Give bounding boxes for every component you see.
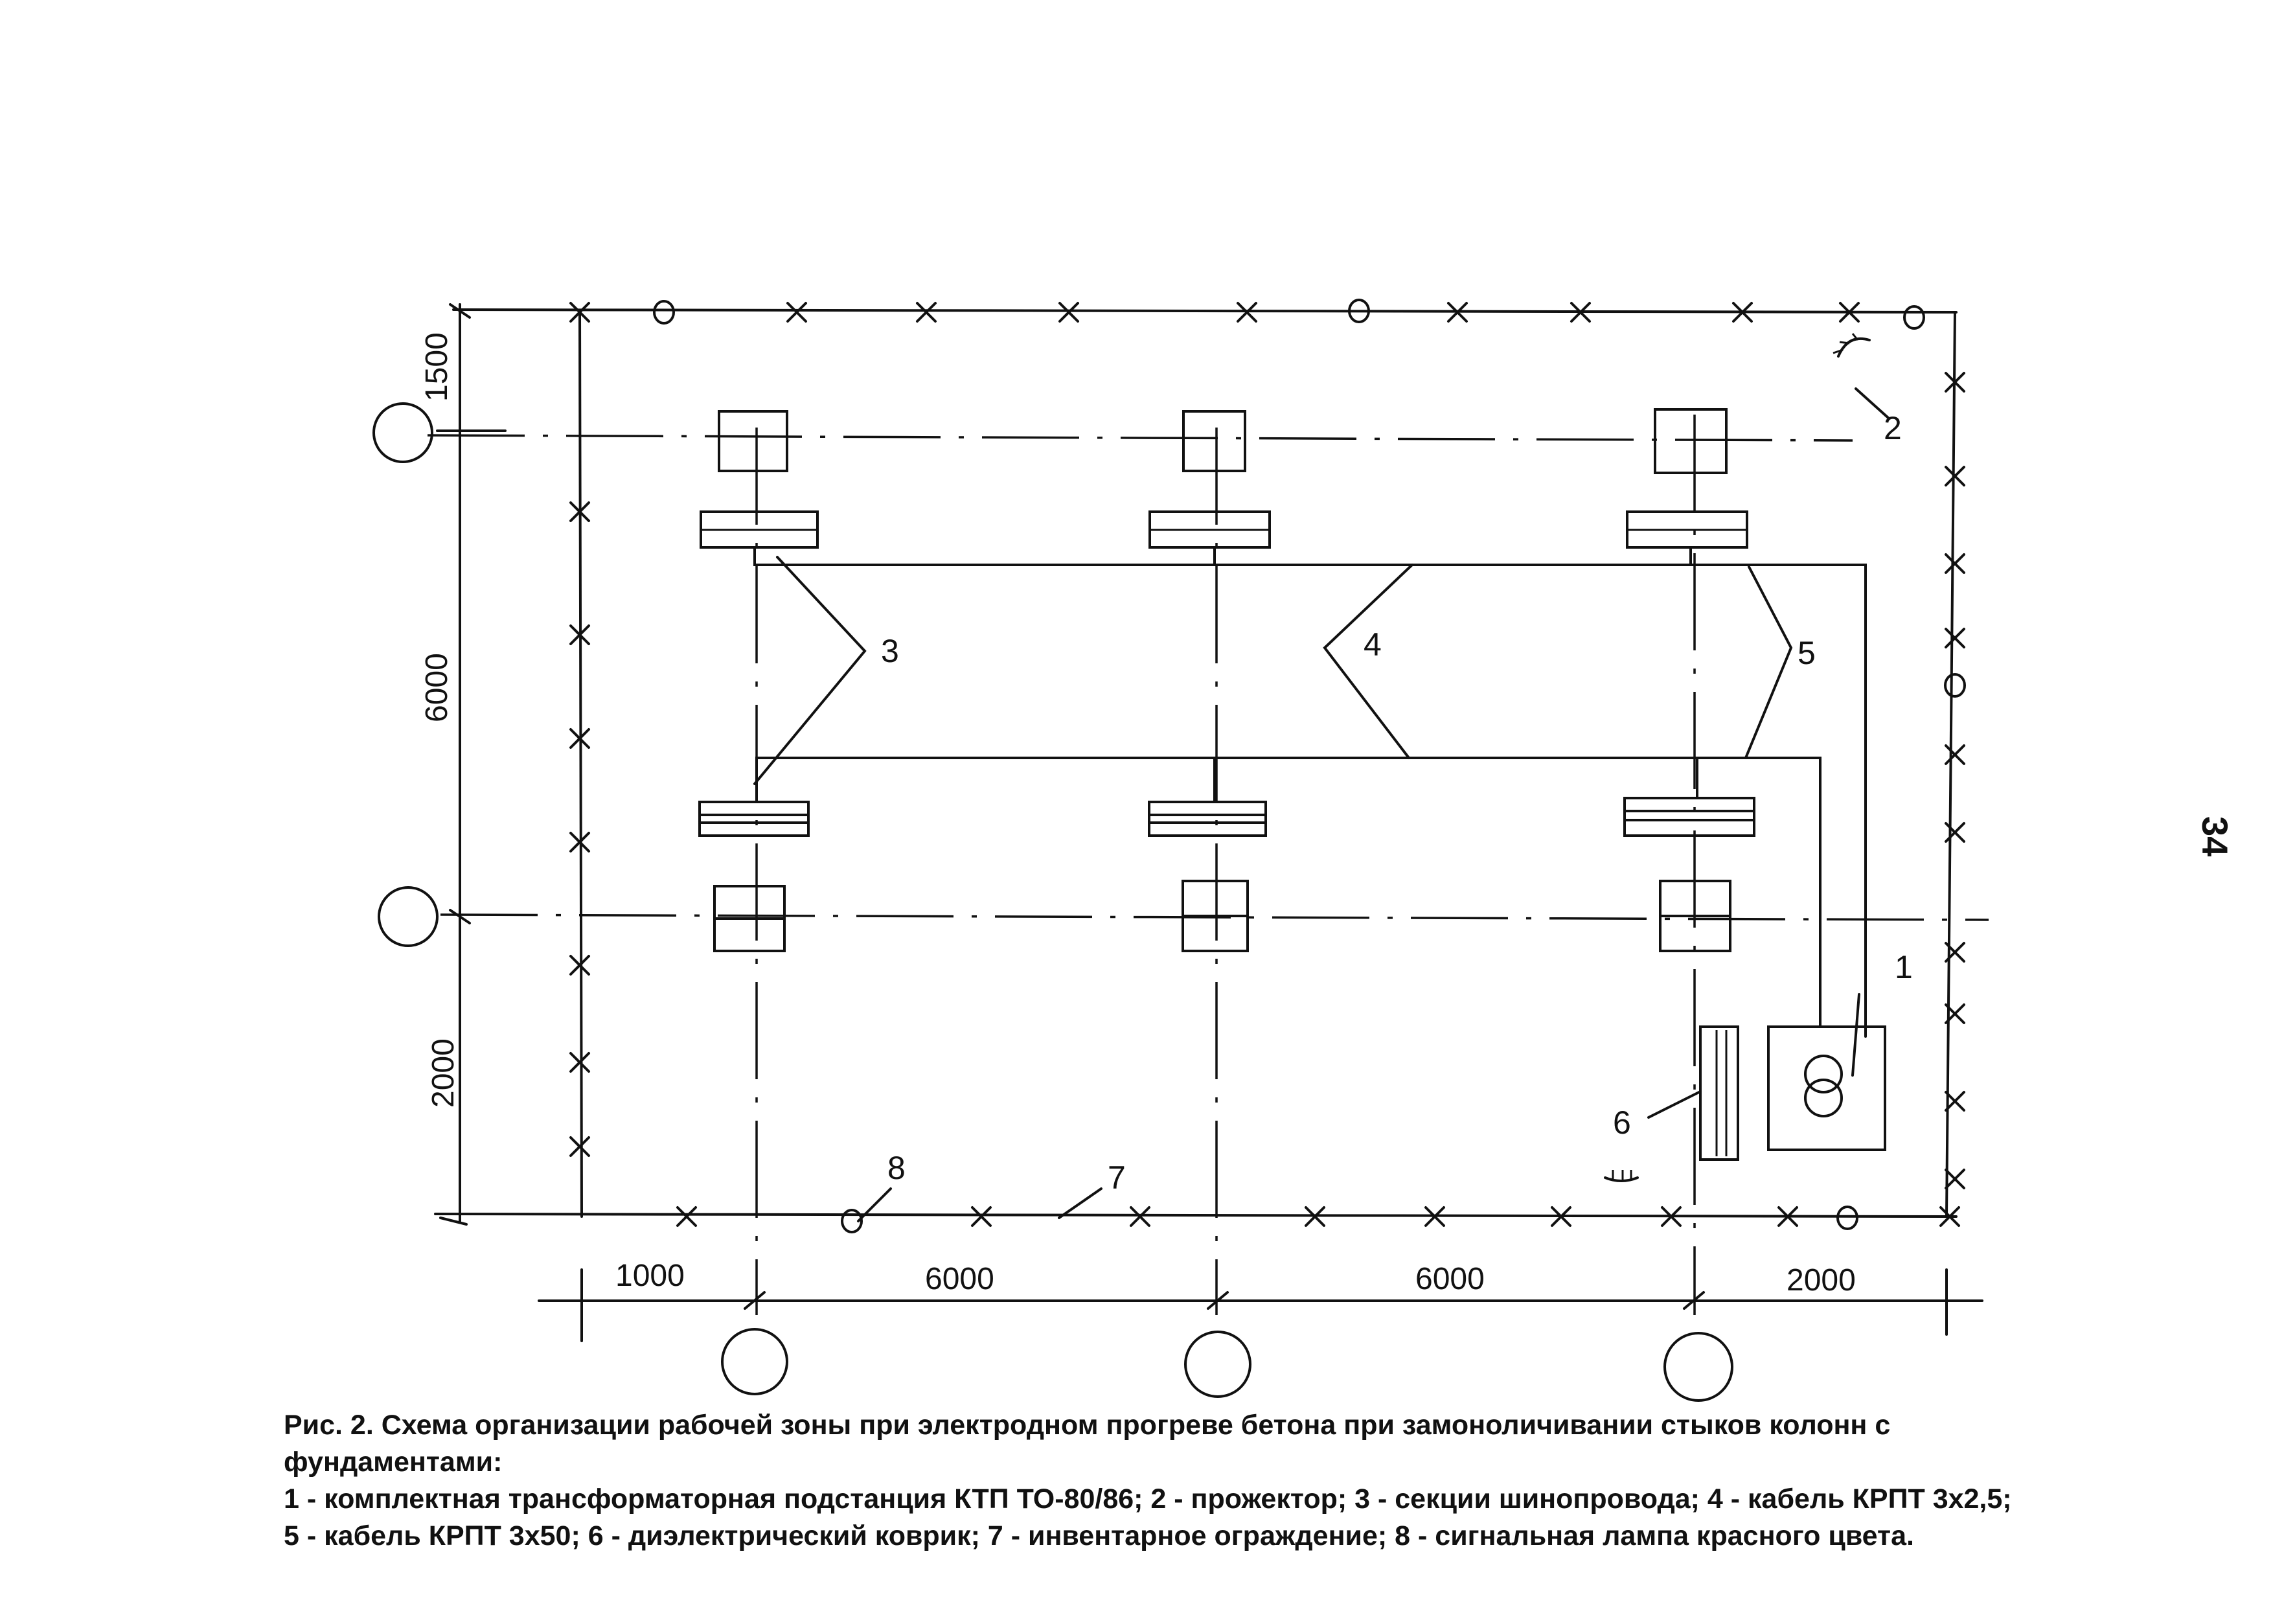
fence-cross-marker [1945,1091,1965,1112]
floodlight-icon-2 [1604,1170,1639,1182]
fence-cross-marker [1945,942,1965,963]
fence-cross-marker [1305,1206,1325,1227]
caption-line-4: 5 - кабель КРПТ 3х50; 6 - диэлектрически… [284,1520,1914,1551]
fence-cross-marker [569,624,590,645]
fence-cross-marker [1551,1206,1571,1227]
dim-horizontal-2: 6000 [925,1262,994,1296]
fence-cross-marker [1945,744,1965,765]
fence-markers [569,299,1966,1233]
dimension-lines [436,303,1983,1342]
dielectric-mat [1699,1025,1739,1161]
fence-cross-marker [1570,302,1591,323]
fence-cross-marker [1939,1206,1960,1227]
dimension-labels: 1000 6000 6000 2000 1500 6000 2000 [420,332,1856,1298]
column-footings [713,408,1731,952]
fence-cross-marker [1424,1206,1445,1227]
fence-cross-marker [916,302,937,323]
caption-line-2: фундаментами: [284,1447,503,1478]
fence-cross-marker [786,302,807,323]
fence-cross-marker [569,1136,590,1157]
fence-cross-marker [569,955,590,976]
fence-cross-marker [569,501,590,522]
fence-cross-marker [1945,372,1965,393]
fence-cross-marker [1945,466,1965,486]
callout-8: 8 [887,1150,906,1186]
callout-6: 6 [1613,1104,1631,1141]
callout-3: 3 [881,633,899,669]
transformer-substation [1767,1025,1886,1151]
callout-4: 4 [1364,626,1382,663]
caption-line-3: 1 - комплектная трансформаторная подстан… [284,1483,2012,1515]
callout-2: 2 [1884,410,1902,446]
figure-caption: Рис. 2. Схема организации рабочей зоны п… [284,1407,2227,1555]
leader-lines [753,387,1890,1222]
axis-bubbles [372,402,1733,1402]
dim-vertical-2: 6000 [420,653,454,722]
signal-lamp-marker [1836,1206,1858,1230]
signal-lamp-marker [653,300,675,325]
signal-lamp-marker [841,1209,863,1233]
busbar-sections [698,510,1755,837]
callout-7: 7 [1108,1160,1126,1196]
signal-lamp-marker [1348,299,1370,323]
fence-cross-marker [569,302,590,323]
caption-line-1: Рис. 2. Схема организации рабочей зоны п… [284,1410,1891,1441]
dim-vertical-3: 2000 [426,1038,461,1108]
callout-1: 1 [1895,949,1913,985]
signal-lamp-marker [1944,673,1966,698]
fence-cross-marker [569,728,590,749]
callout-labels: 1 2 3 4 5 6 7 8 [881,410,1913,1196]
callout-5: 5 [1798,635,1816,671]
dim-vertical-1: 1500 [420,332,454,402]
fence-cross-marker [1058,302,1079,323]
fence-cross-marker [1237,302,1257,323]
dim-horizontal-1: 1000 [615,1259,685,1293]
fence-cross-marker [1945,553,1965,574]
inventory-fence [434,308,1958,1218]
fence-cross-marker [1945,1003,1965,1024]
fence-cross-marker [971,1206,992,1227]
signal-lamp-marker [1903,305,1925,330]
fence-cross-marker [569,832,590,852]
fence-cross-marker [1130,1206,1150,1227]
fence-cross-marker [1661,1206,1682,1227]
column-axes [427,415,1989,1315]
fence-cross-marker [1447,302,1468,323]
dim-horizontal-3: 6000 [1415,1262,1485,1296]
fence-cross-marker [676,1206,697,1227]
fence-cross-marker [1839,302,1860,323]
fence-cross-marker [1945,628,1965,648]
dim-horizontal-4: 2000 [1787,1263,1856,1298]
cables [753,546,1867,1038]
fence-cross-marker [1777,1206,1798,1227]
floodlight-icon [1833,333,1871,358]
page-number: 34 [2195,816,2235,856]
fence-cross-marker [1945,822,1965,843]
fence-cross-marker [1945,1169,1965,1189]
fence-cross-marker [569,1052,590,1073]
fence-cross-marker [1732,302,1753,323]
